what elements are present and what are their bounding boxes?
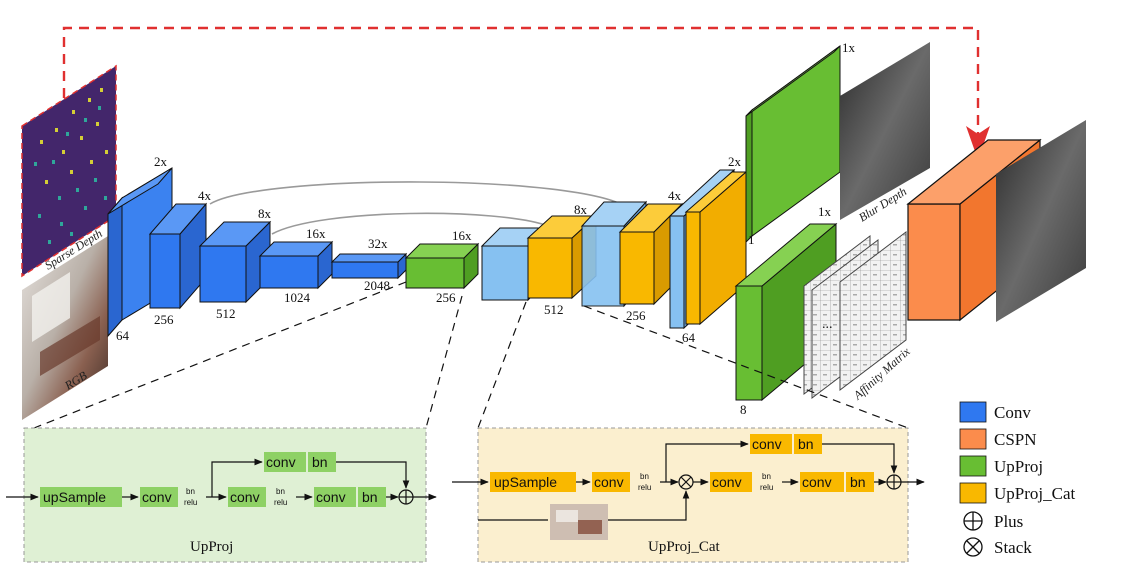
affinity-ellipsis: ... xyxy=(822,317,833,332)
cat-conv-op-1 xyxy=(592,472,630,492)
expansion-lines xyxy=(33,281,909,429)
upproj-block-256 xyxy=(404,242,480,290)
encoder-block-1024 xyxy=(258,240,334,290)
legend-swatch-upproj xyxy=(959,455,987,477)
upproj-bn-label-1: bn xyxy=(186,487,195,496)
sparse-depth-skip-arrow xyxy=(62,26,990,160)
rgb-image xyxy=(22,236,108,420)
dec-scale-2x: 2x xyxy=(728,154,742,169)
cat-bn-label-2: bn xyxy=(762,472,771,481)
upproj-bn-label-3: bn xyxy=(362,489,378,505)
enc-ch-1024: 1024 xyxy=(284,290,311,305)
legend-swatch-cspn xyxy=(959,428,987,450)
cat-relu-label-2: relu xyxy=(760,483,773,492)
legend-label-stack: Stack xyxy=(994,538,1032,557)
cat-conv-op-2 xyxy=(710,472,752,492)
enc-ch-2048: 2048 xyxy=(364,278,390,293)
upproj-title: UpProj xyxy=(190,539,233,555)
enc-ch-256: 256 xyxy=(154,312,174,327)
cat-skip-bn-label: bn xyxy=(798,436,814,452)
upproj-block-8 xyxy=(734,222,838,402)
upproj-cat-detail-box xyxy=(477,427,909,563)
cat-skip-conv-label: conv xyxy=(752,436,782,452)
dec-ch-8: 8 xyxy=(740,402,747,417)
dec-scale-16x: 16x xyxy=(452,228,472,243)
legend: Conv CSPN UpProj UpProj_Cat Plus Stack xyxy=(959,401,1076,557)
upproj-cat-block-64 xyxy=(684,170,748,326)
legend-swatch-conv xyxy=(959,401,987,423)
stack-icon xyxy=(963,537,983,557)
upproj-block-1 xyxy=(745,45,841,244)
cat-plus-node xyxy=(886,474,902,490)
cat-bn-label-1: bn xyxy=(640,472,649,481)
cat-conv-op-3 xyxy=(800,472,844,492)
upproj-bn-label-2: bn xyxy=(276,487,285,496)
dec-ch-64: 64 xyxy=(682,330,696,345)
enc-scale-4x: 4x xyxy=(198,188,212,203)
upproj-skip-bn-op xyxy=(308,452,336,472)
legend-label-upproj: UpProj xyxy=(994,457,1043,476)
affinity-matrix-stack xyxy=(803,230,907,400)
legend-label-cspn: CSPN xyxy=(994,430,1037,449)
legend-label-plus: Plus xyxy=(994,512,1023,531)
legend-swatch-upproj-cat xyxy=(959,482,987,504)
upproj-conv-label-1: conv xyxy=(142,489,172,505)
cat-upsample-label: upSample xyxy=(494,474,557,490)
dec-ch-256: 256 xyxy=(436,290,456,305)
cat-skip-bn-op xyxy=(794,434,822,454)
upproj-conv-label-3: conv xyxy=(316,489,346,505)
legend-label-conv: Conv xyxy=(994,403,1031,422)
enc-scale-16x: 16x xyxy=(306,226,326,241)
cat-bn-op-3 xyxy=(846,472,874,492)
upproj-upsample-op xyxy=(40,487,122,507)
plus-icon xyxy=(963,511,983,531)
dec-ch-1: 1 xyxy=(748,232,755,247)
output-depth-image xyxy=(996,120,1086,322)
enc-scale-32x: 32x xyxy=(368,236,388,251)
upproj-skip-conv-label: conv xyxy=(266,454,296,470)
cat-rgb-thumbnail xyxy=(550,504,608,540)
sparse-depth-image xyxy=(21,64,117,278)
upproj-relu-label-2: relu xyxy=(274,498,287,507)
cat-conv-label-2: conv xyxy=(712,474,742,490)
upproj-skip-bn-label: bn xyxy=(312,454,328,470)
upproj-flow: upSample conv bn relu conv bn relu conv … xyxy=(6,452,437,507)
skip-connections xyxy=(209,181,629,235)
dec-scale-8x: 8x xyxy=(574,202,588,217)
cat-skip-conv-op xyxy=(750,434,792,454)
upproj-plus-node xyxy=(398,489,414,505)
upproj-cat-title: UpProj_Cat xyxy=(648,539,721,555)
enc-scale-8x: 8x xyxy=(258,206,272,221)
enc-ch-64: 64 xyxy=(116,328,130,343)
upproj-cat-flow: upSample conv bn relu conv bn relu conv … xyxy=(452,434,925,540)
upproj-bn-op-3 xyxy=(358,487,386,507)
enc-scale-2x: 2x xyxy=(154,154,168,169)
cat-conv-label-1: conv xyxy=(594,474,624,490)
upproj-relu-label-1: relu xyxy=(184,498,197,507)
upproj-conv-op-1 xyxy=(140,487,178,507)
encoder-block-512 xyxy=(198,220,272,304)
cat-relu-label-1: relu xyxy=(638,483,651,492)
dec-scale-1x-bottom: 1x xyxy=(818,204,832,219)
upproj-conv-op-2 xyxy=(228,487,266,507)
legend-label-upproj-cat: UpProj_Cat xyxy=(994,484,1076,503)
enc-ch-512: 512 xyxy=(216,306,236,321)
cat-conv-label-3: conv xyxy=(802,474,832,490)
cat-upsample-op xyxy=(490,472,576,492)
dec-scale-1x-top: 1x xyxy=(842,40,856,55)
upproj-upsample-label: upSample xyxy=(43,489,106,505)
upproj-conv-op-3 xyxy=(314,487,356,507)
encoder-block-2048 xyxy=(330,252,408,280)
dec-scale-4x: 4x xyxy=(668,188,682,203)
dec-ch-512: 512 xyxy=(544,302,564,317)
cat-bn-label-3: bn xyxy=(850,474,866,490)
dec-ch-256b: 256 xyxy=(626,308,646,323)
upproj-skip-conv-op xyxy=(264,452,306,472)
blur-depth-image xyxy=(840,42,930,220)
upproj-conv-label-2: conv xyxy=(230,489,260,505)
